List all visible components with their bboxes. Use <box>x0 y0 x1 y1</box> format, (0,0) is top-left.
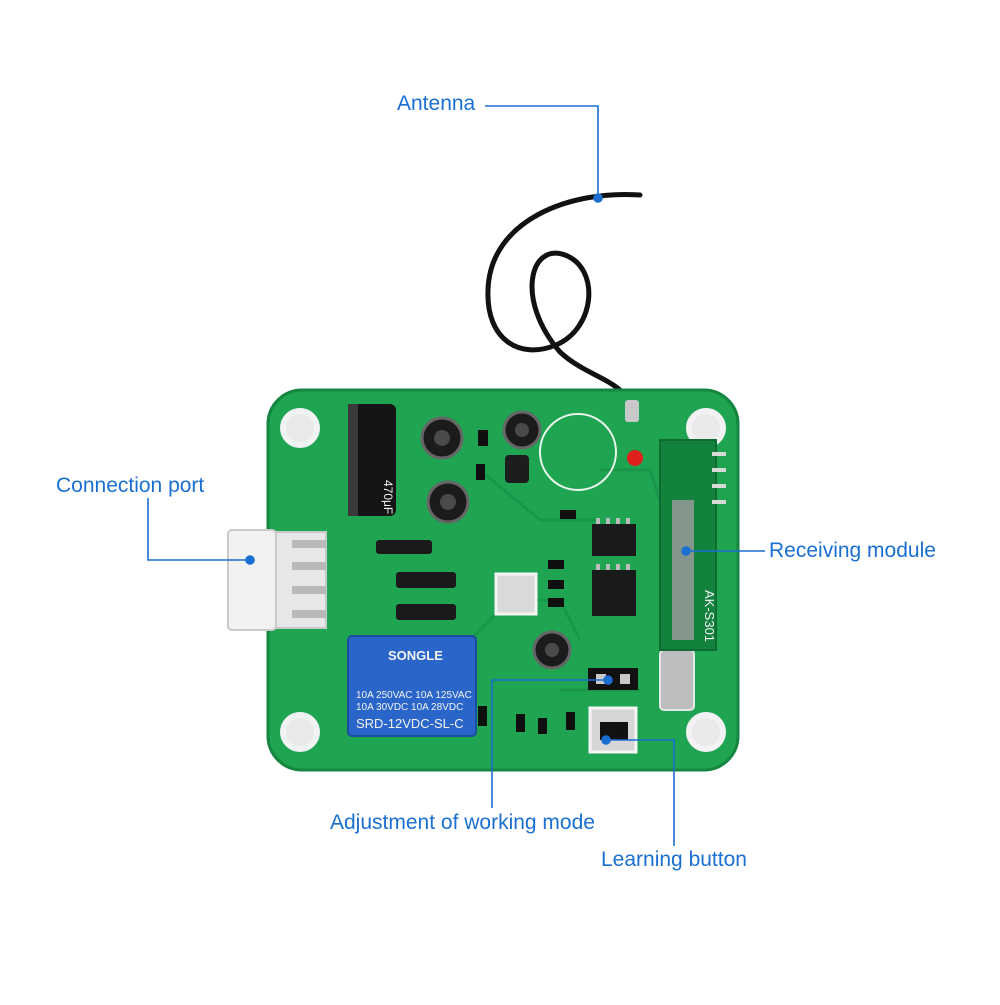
mounting-hole <box>280 408 320 448</box>
relay-rating-1: 10A 250VAC 10A 125VAC <box>356 690 472 701</box>
relay-brand: SONGLE <box>388 648 443 663</box>
leader-line-connection-port <box>147 498 250 561</box>
diode <box>396 572 456 588</box>
mounting-hole <box>280 712 320 752</box>
ic-chip <box>592 518 636 556</box>
capacitor-large: 470μF <box>348 404 396 516</box>
connection-port <box>227 529 327 631</box>
leader-dot-receiving-module <box>681 546 691 556</box>
callout-antenna: Antenna <box>397 92 476 115</box>
receiving-module: AK-S301 <box>659 439 726 651</box>
leader-dot-antenna <box>593 193 603 203</box>
leader-dot-working-mode <box>603 675 613 685</box>
capacitor-label: 470μF <box>381 480 395 514</box>
leader-dot-learning-button <box>601 735 611 745</box>
antenna-solder-post <box>625 400 639 422</box>
diode <box>376 540 432 554</box>
capacitor-small <box>420 416 464 460</box>
antenna-wire <box>485 191 643 418</box>
capacitor-small <box>502 410 542 450</box>
module-label: AK-S301 <box>702 590 717 642</box>
relay-model: SRD-12VDC-SL-C <box>356 716 464 731</box>
ic-chip <box>592 564 636 616</box>
transistor <box>505 455 529 483</box>
leader-dot-connection-port <box>245 555 255 565</box>
smd-components <box>476 430 576 734</box>
diode <box>396 604 456 620</box>
callout-working-mode: Adjustment of working mode <box>330 811 595 834</box>
callout-receiving-module: Receiving module <box>769 539 936 562</box>
led-indicator <box>627 450 643 466</box>
leader-line-learning-button <box>606 739 675 846</box>
learning-button-component <box>588 706 638 754</box>
relay: SONGLE 10A 250VAC 10A 125VAC 10A 30VDC 1… <box>347 635 477 737</box>
tactile-switch <box>494 572 538 616</box>
capacitor-small <box>532 630 572 670</box>
leader-line-antenna <box>485 105 599 198</box>
mounting-hole <box>686 712 726 752</box>
mode-jumper <box>588 668 638 690</box>
callout-connection-port: Connection port <box>56 474 205 497</box>
callout-learning-button: Learning button <box>601 848 747 871</box>
capacitor-small <box>426 480 470 524</box>
leader-line-working-mode <box>491 679 608 808</box>
silkscreen-circle <box>539 413 617 491</box>
crystal-oscillator <box>659 649 695 711</box>
relay-rating-2: 10A 30VDC 10A 28VDC <box>356 702 463 713</box>
